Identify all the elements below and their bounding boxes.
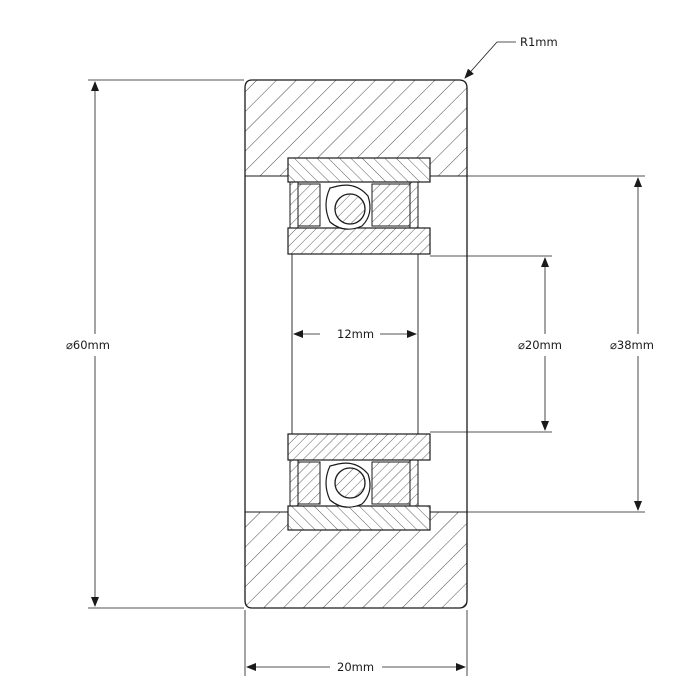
dim-shaft-diameter-label: ⌀38mm [610,338,654,352]
bearing-top [287,157,431,255]
dim-bearing-width-label: 12mm [337,327,374,341]
dim-corner-radius-label: R1mm [520,35,558,49]
dim-roller-width-label: 20mm [337,660,374,674]
dim-roller-width: 20mm [244,610,468,676]
bearing-bottom-outer-race [287,505,431,531]
dim-corner-radius: R1mm [464,35,558,79]
bearing-top-outer-race [287,157,431,183]
bearing-top-inner-race [287,227,431,255]
outer-roller-bottom-hatch [245,512,467,608]
bearing-top-ball [334,193,366,225]
bearing-bottom [287,433,431,531]
outer-roller-section [244,79,468,609]
bore-lines [291,254,419,434]
dim-bore-diameter: ⌀20mm [430,255,562,433]
dim-shaft-diameter: ⌀38mm [467,175,654,513]
bearing-bottom-inner-race [287,433,431,461]
dim-bearing-width: 12mm [293,327,417,341]
outer-roller-outline [244,79,468,609]
dim-outer-diameter: ⌀60mm [66,79,244,609]
outer-roller-top-hatch [245,80,467,176]
dim-bore-diameter-label: ⌀20mm [518,338,562,352]
dim-outer-diameter-label: ⌀60mm [66,338,110,352]
bearing-bottom-ball [334,467,366,499]
